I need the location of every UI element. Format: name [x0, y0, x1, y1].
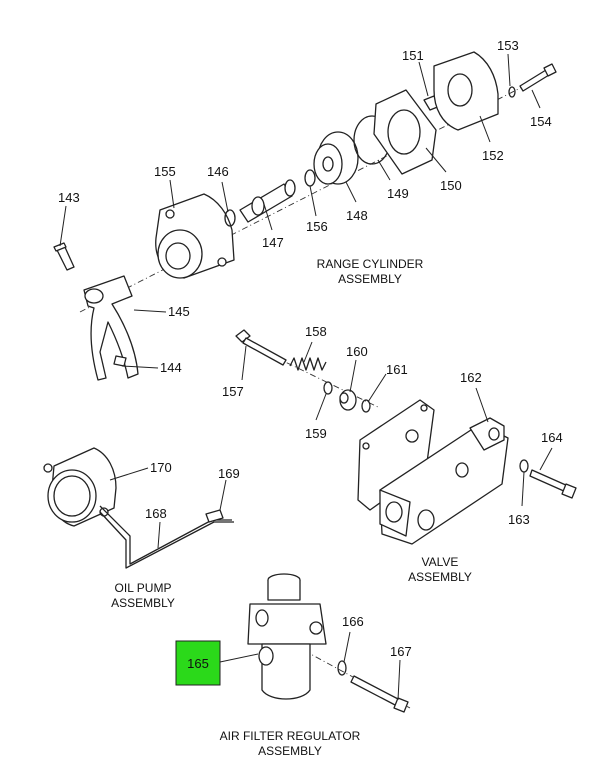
part-168-oil-tube [99, 505, 234, 569]
callout-151: 151 [402, 48, 424, 63]
caption-range-cylinder-line1: RANGE CYLINDER [317, 257, 424, 271]
part-152-cover [433, 51, 499, 131]
part-146-o-ring [224, 209, 236, 227]
part-161-o-ring [361, 399, 371, 413]
part-144-pin [113, 355, 127, 367]
air-filter-group: 165 166 167 AIR FILTER REGULATOR ASSEMBL… [175, 573, 412, 758]
callout-149: 149 [387, 186, 409, 201]
part-155-housing [155, 193, 235, 279]
caption-valve-line2: ASSEMBLY [408, 570, 472, 584]
callout-162: 162 [460, 370, 482, 385]
callout-161: 161 [386, 362, 408, 377]
callout-163: 163 [508, 512, 530, 527]
caption-oil-pump-line2: ASSEMBLY [111, 596, 175, 610]
callout-153: 153 [497, 38, 519, 53]
callout-165-highlight-box [175, 640, 221, 686]
part-143-bolt [53, 242, 75, 271]
callout-165: 165 [187, 656, 209, 671]
callout-157: 157 [222, 384, 244, 399]
part-160-plunger [339, 389, 357, 411]
callout-158: 158 [305, 324, 327, 339]
part-163-washer [519, 459, 529, 473]
callout-156: 156 [306, 219, 328, 234]
caption-valve-line1: VALVE [422, 555, 459, 569]
oil-pump-group: 170 168 169 OIL PUMP ASSEMBLY [43, 447, 240, 610]
part-166-washer [337, 660, 347, 676]
part-167-bolt [350, 675, 409, 713]
callout-146: 146 [207, 164, 229, 179]
range-cylinder-group: 143 144 145 146 147 148 149 150 151 152 … [53, 38, 557, 381]
callout-144: 144 [160, 360, 182, 375]
caption-range-cylinder-line2: ASSEMBLY [338, 272, 402, 286]
callout-152: 152 [482, 148, 504, 163]
part-165-air-filter-regulator [247, 573, 327, 700]
callout-147: 147 [262, 235, 284, 250]
part-158-spring [289, 357, 327, 371]
caption-oil-pump-line1: OIL PUMP [115, 581, 172, 595]
caption-air-filter-line2: ASSEMBLY [258, 744, 322, 758]
part-170-oil-pump [43, 447, 117, 527]
part-154-bolt [519, 63, 557, 92]
callout-154: 154 [530, 114, 552, 129]
callout-167: 167 [390, 644, 412, 659]
part-147-piston-rod [239, 179, 296, 223]
callout-166: 166 [342, 614, 364, 629]
callout-150: 150 [440, 178, 462, 193]
part-157-bolt [235, 329, 287, 366]
callout-148: 148 [346, 208, 368, 223]
callout-143: 143 [58, 190, 80, 205]
part-156-o-ring [304, 169, 316, 187]
part-164-bolt [529, 469, 577, 499]
part-169-fitting [205, 509, 224, 523]
callout-168: 168 [145, 506, 167, 521]
callout-169: 169 [218, 466, 240, 481]
callout-164: 164 [541, 430, 563, 445]
callout-170: 170 [150, 460, 172, 475]
part-145-shift-fork [83, 275, 139, 381]
part-153-washer [508, 86, 516, 98]
valve-group: 157 158 159 160 161 162 164 163 VALVE AS… [222, 324, 577, 584]
part-148-piston [313, 131, 359, 185]
caption-air-filter-line1: AIR FILTER REGULATOR [220, 729, 361, 743]
callout-145: 145 [168, 304, 190, 319]
part-150-gasket [373, 89, 437, 175]
callout-160: 160 [346, 344, 368, 359]
part-162-valve-body [379, 417, 509, 545]
part-159-o-ring [323, 381, 333, 395]
callout-155: 155 [154, 164, 176, 179]
callout-159: 159 [305, 426, 327, 441]
